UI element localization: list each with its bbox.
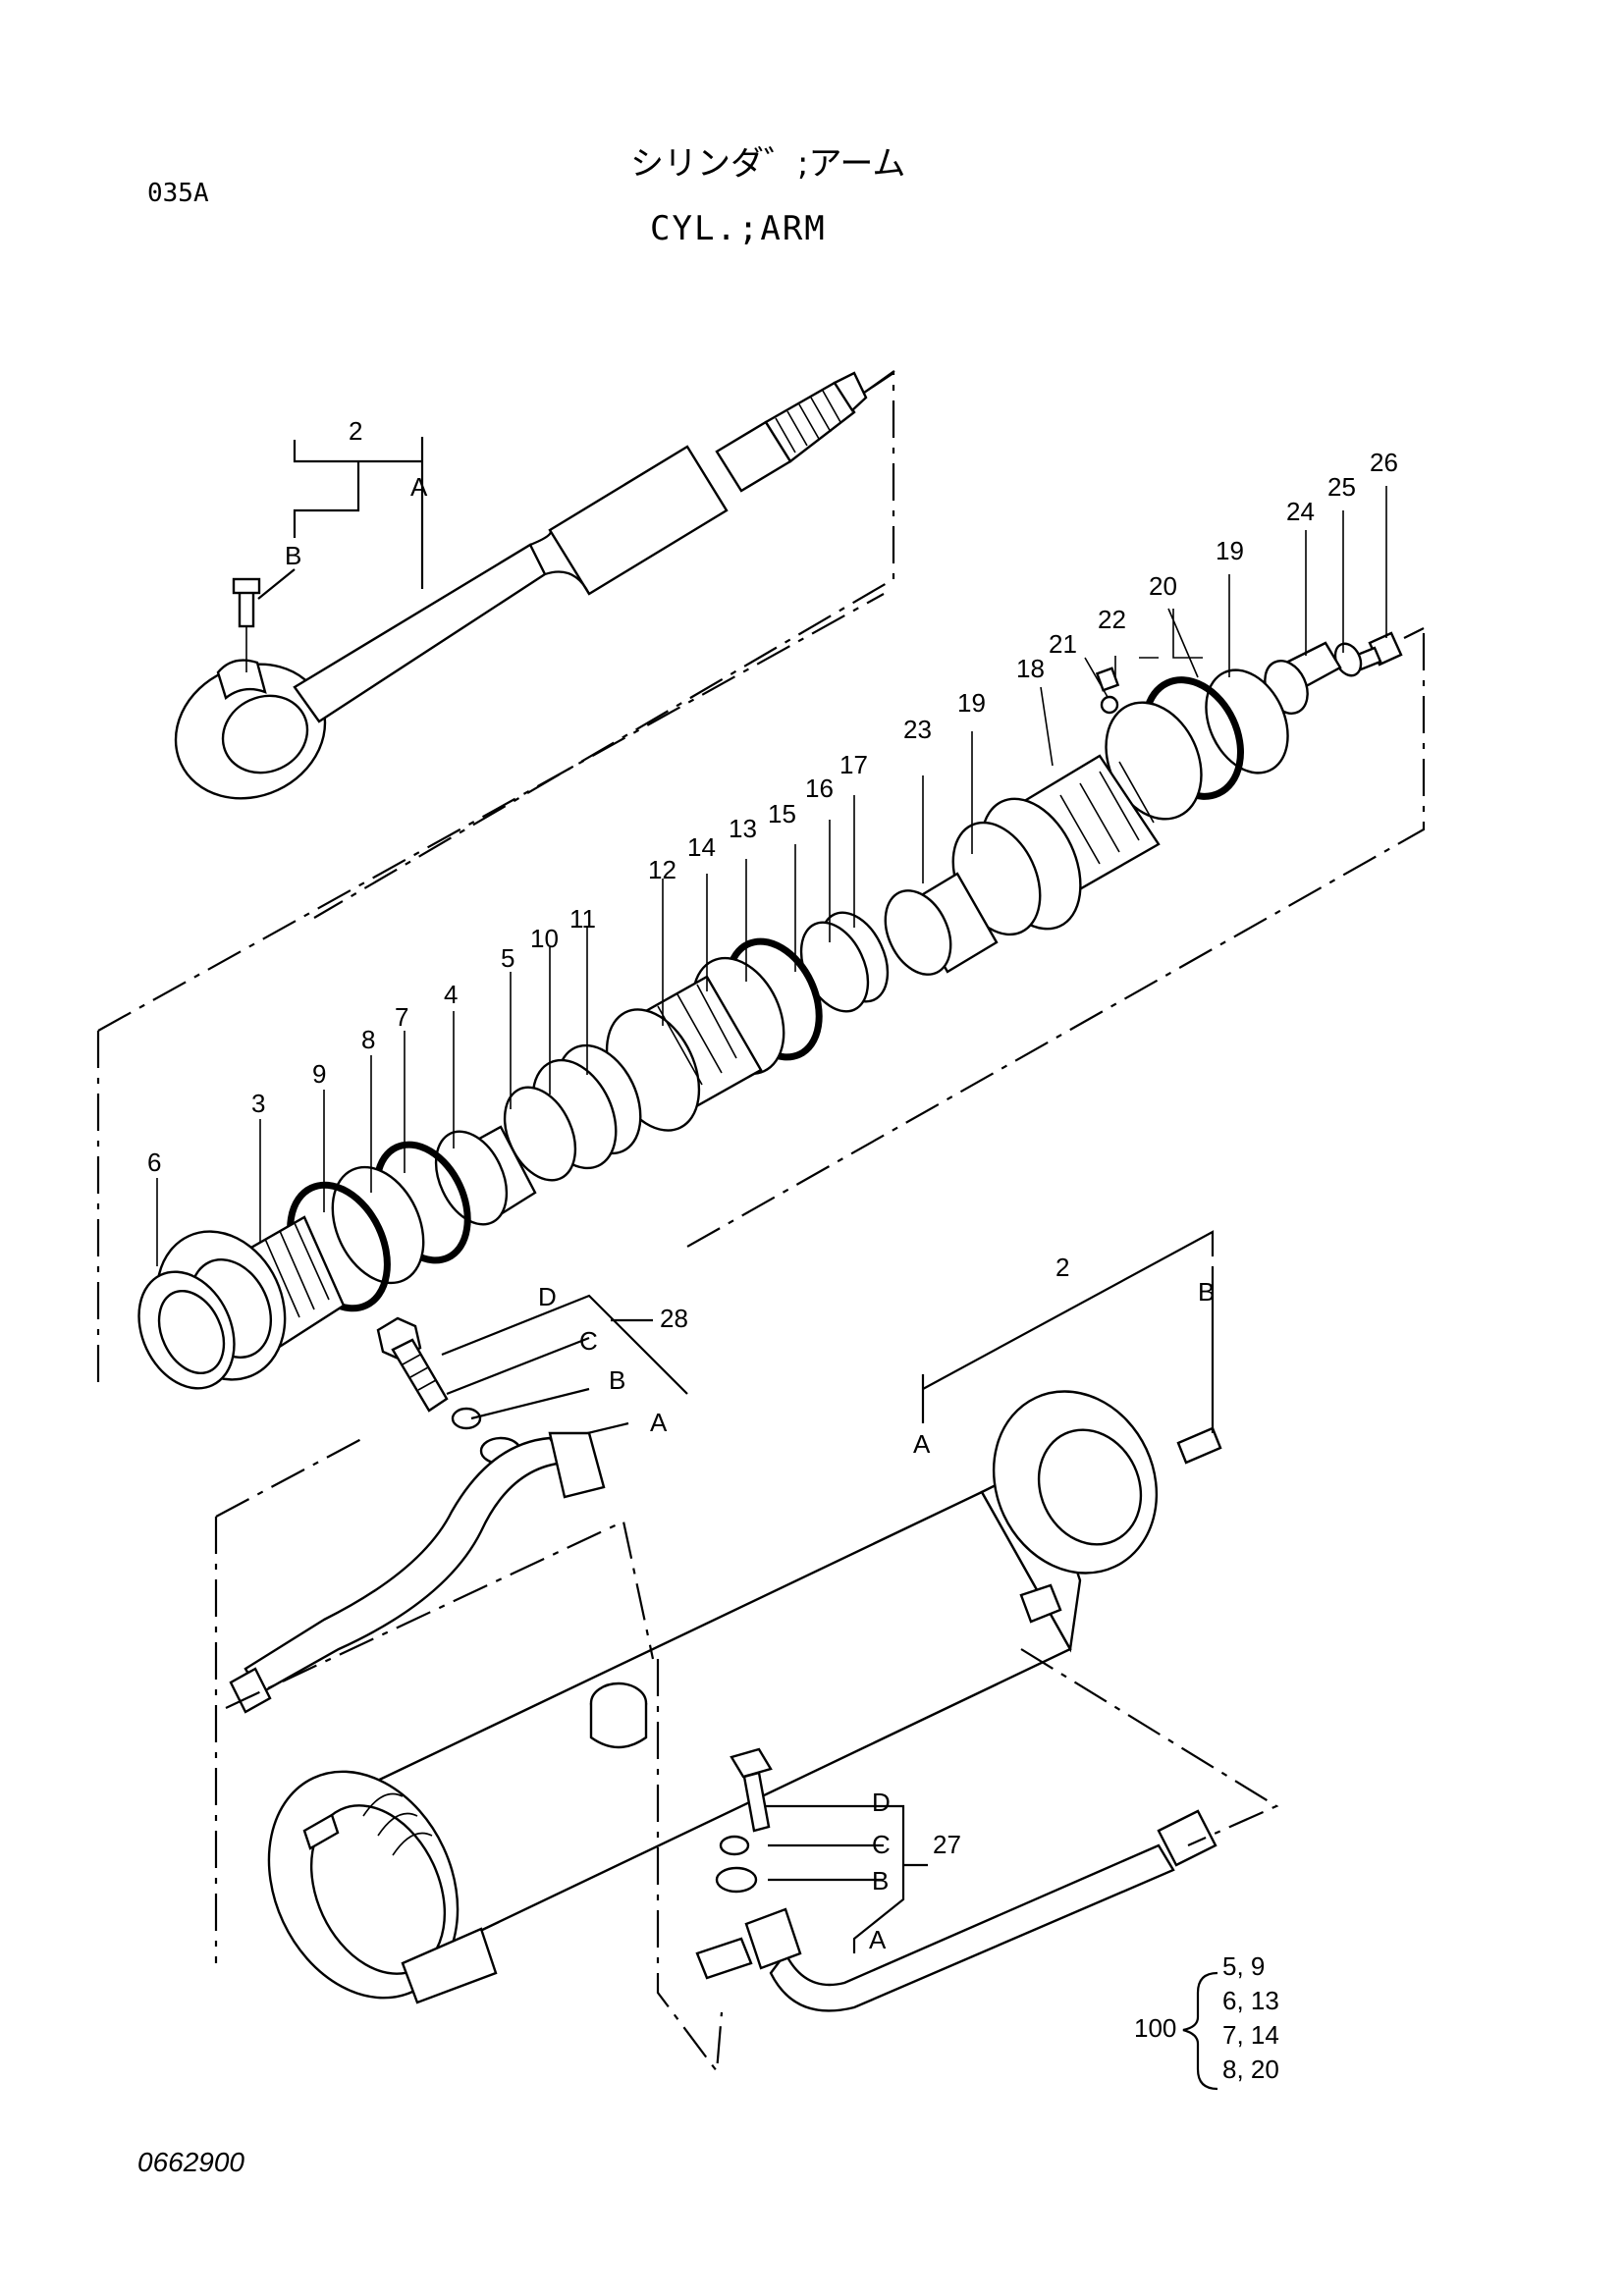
g28-number: 28 (660, 1304, 688, 1333)
callout-3: 3 (251, 1089, 265, 1118)
callout-7: 7 (395, 1002, 408, 1032)
title-english: CYL.;ARM (650, 209, 827, 248)
kit-brace (1182, 1971, 1218, 2091)
callout-14: 14 (687, 832, 716, 862)
kit-row-4: 8, 20 (1222, 2055, 1279, 2084)
seal-and-gland-components (96, 486, 1426, 1390)
label-rod-2: 2 (349, 416, 362, 446)
title-japanese: シリンダ゛;アーム (630, 144, 905, 184)
callout-17: 17 (839, 750, 868, 779)
callout-22: 22 (1098, 605, 1126, 634)
callout-4: 4 (444, 980, 458, 1009)
g28-b: B (609, 1365, 625, 1395)
g27-a: A (869, 1925, 887, 1954)
kit-row-2: 6, 13 (1222, 1986, 1279, 2015)
callout-19-lower: 19 (957, 688, 986, 718)
callout-25: 25 (1327, 472, 1356, 502)
tube-callout-a: A (913, 1429, 931, 1459)
g28-a: A (650, 1408, 668, 1437)
g27-c: C (872, 1830, 891, 1859)
callout-9: 9 (312, 1059, 326, 1089)
drawing-number: 0662900 (137, 2147, 244, 2177)
kit-row-1: 5, 9 (1222, 1951, 1265, 1981)
label-rod-a: A (410, 472, 428, 502)
callout-6: 6 (147, 1148, 161, 1177)
g27-number: 27 (933, 1830, 961, 1859)
callout-10: 10 (530, 924, 559, 953)
callout-23: 23 (903, 715, 932, 744)
callout-5: 5 (501, 943, 514, 973)
callout-26: 26 (1370, 448, 1398, 477)
callout-20: 20 (1149, 571, 1177, 601)
kit-row-3: 7, 14 (1222, 2020, 1279, 2050)
tube-callout-b: B (1198, 1277, 1215, 1307)
callout-11: 11 (569, 904, 596, 934)
page-code: 035A (147, 179, 209, 208)
g27-d: D (872, 1788, 891, 1817)
kit-number: 100 (1134, 2013, 1176, 2043)
piston-rod-assembly (174, 367, 899, 919)
callout-16: 16 (805, 774, 834, 803)
callout-12: 12 (648, 855, 676, 884)
callout-18: 18 (1016, 654, 1045, 683)
callout-19-upper: 19 (1216, 536, 1244, 565)
callout-8: 8 (361, 1025, 375, 1054)
callout-24: 24 (1286, 497, 1315, 526)
g28-d: D (538, 1282, 557, 1311)
callout-13: 13 (729, 814, 757, 843)
tube-callout-2: 2 (1055, 1253, 1069, 1282)
cylinder-tube-assembly (214, 1230, 1279, 2074)
g27-b: B (872, 1866, 889, 1896)
callout-21: 21 (1049, 629, 1077, 659)
g28-c: C (579, 1326, 598, 1356)
label-rod-b: B (285, 541, 301, 570)
callout-15: 15 (768, 799, 796, 828)
